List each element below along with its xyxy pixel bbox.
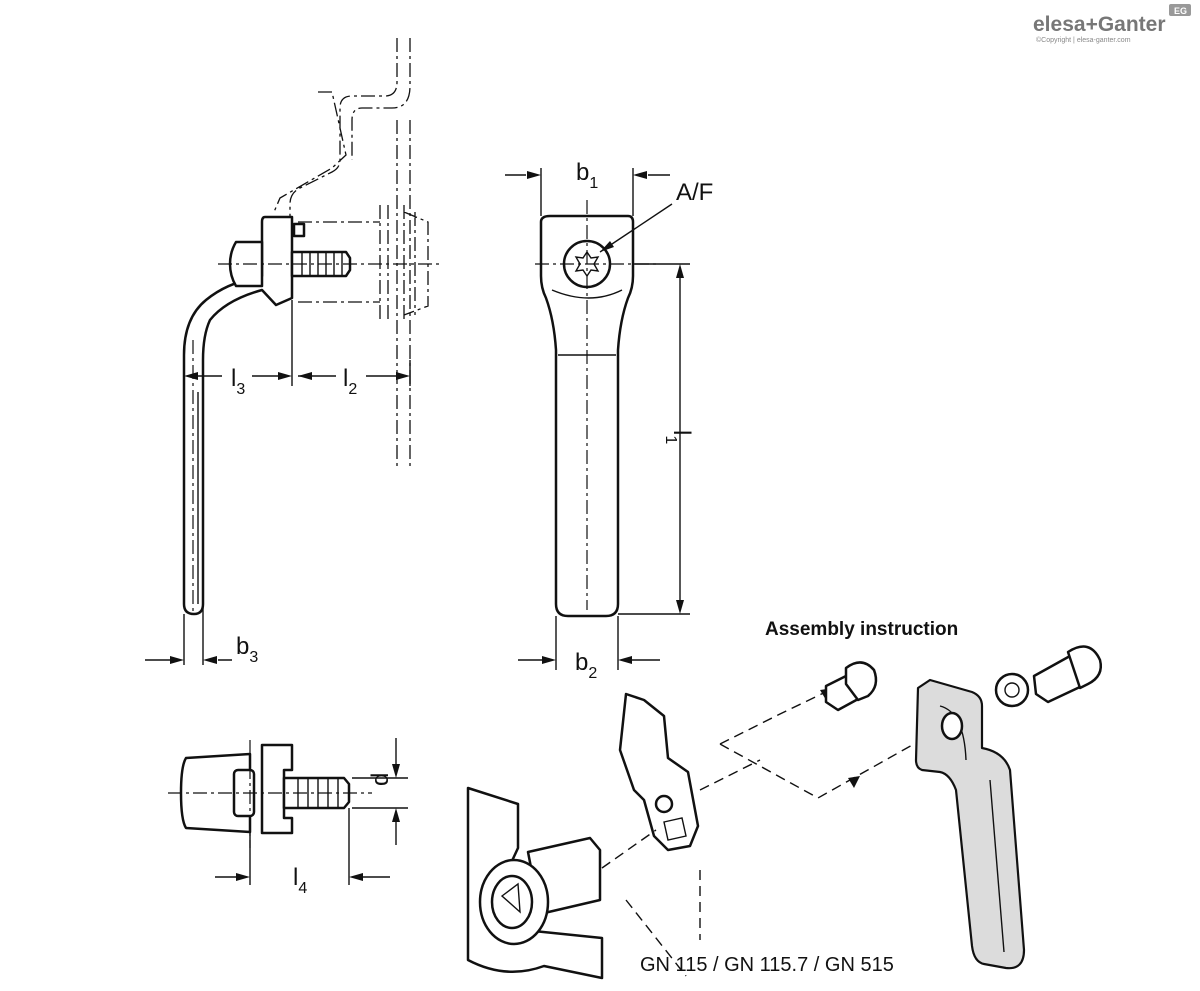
- cap-screw-iso-head: [1066, 645, 1102, 690]
- arrow-b3-right: [203, 656, 217, 664]
- cap-detail-view: d l4: [168, 738, 408, 897]
- handle-iso-hole: [940, 711, 964, 741]
- label-l2: l2: [343, 365, 357, 398]
- logo-badge-text: EG: [1174, 6, 1187, 16]
- triangle-key-icon: [500, 882, 521, 914]
- centerline-detail: [168, 740, 372, 848]
- logo-badge: [1169, 4, 1191, 16]
- washer-detail: [260, 743, 294, 835]
- assembly-path-handle: [699, 687, 915, 799]
- assembly-heading: Assembly instruction: [765, 619, 958, 640]
- model-numbers: GN 115 / GN 115.7 / GN 515: [640, 954, 894, 976]
- screw-iso-head: [844, 661, 878, 702]
- cam-square-hole: [663, 817, 687, 841]
- star-washer-hole: [1004, 682, 1020, 698]
- cam-lock-face: [490, 874, 534, 930]
- dim-line-l4: [215, 808, 390, 885]
- arrow-af: [600, 241, 614, 252]
- arrow-l4-left: [236, 873, 250, 881]
- arrow-b2-right: [618, 656, 632, 664]
- arrow-b2-left: [542, 656, 556, 664]
- handle-front-body: [539, 214, 635, 618]
- arrow-l2-left: [298, 372, 312, 380]
- arrow-l4-right: [349, 873, 363, 881]
- arrow-d-top: [392, 764, 400, 778]
- assembly-path-cam: [601, 829, 701, 977]
- screw-detail: [282, 776, 351, 810]
- arrow-b1-left: [527, 171, 541, 179]
- cam-pin: [654, 794, 674, 814]
- assembly-view: Assembly instruction GN 115 / GN 115.7 /…: [466, 619, 1102, 980]
- square-stud: [292, 222, 306, 238]
- panel-phantom: [273, 38, 411, 470]
- copyright-text: ©Copyright | elesa-ganter.com: [1036, 36, 1131, 44]
- arrow-l1-top: [676, 264, 684, 278]
- dim-line-b1: [505, 168, 670, 216]
- extension-lines: [183, 300, 411, 665]
- logo-ganter: Ganter: [1098, 13, 1166, 36]
- arrow-l3-left: [184, 372, 198, 380]
- side-view: l3 l2 b3: [145, 38, 440, 666]
- logo-elesa: elesa: [1033, 13, 1086, 36]
- arrow-l1-bottom: [676, 600, 684, 614]
- label-b1: b1: [576, 159, 598, 192]
- dim-line-d: [352, 738, 408, 845]
- cam-lever: [618, 692, 700, 852]
- dim-line-l1: [618, 263, 690, 615]
- handle-iso: [914, 678, 1026, 970]
- star-washer: [994, 672, 1030, 708]
- logo-plus: +: [1086, 13, 1098, 36]
- label-b2: b2: [575, 649, 597, 682]
- arrow-d-bottom: [392, 808, 400, 822]
- arrow-b3-left: [170, 656, 184, 664]
- label-l4: l4: [293, 864, 307, 897]
- front-view: b1 A/F l1 b2: [505, 159, 713, 682]
- label-b3: b3: [236, 633, 258, 666]
- arrow-l3-right: [278, 372, 292, 380]
- arrow-b1-right: [633, 171, 647, 179]
- label-af: A/F: [676, 179, 713, 206]
- label-d: d: [367, 773, 394, 786]
- svg-text:elesa+Ganter: elesa+Ganter: [1033, 13, 1166, 36]
- brand-logo: elesa+Ganter EG ©Copyright | elesa-gante…: [1033, 4, 1191, 44]
- arrow-assembly-handle: [848, 776, 860, 788]
- dim-line-b2: [518, 616, 660, 670]
- label-l3: l3: [231, 365, 245, 398]
- label-l1: l1: [662, 430, 695, 444]
- arrow-l2-right: [396, 372, 410, 380]
- cap-body-detail: [179, 752, 252, 834]
